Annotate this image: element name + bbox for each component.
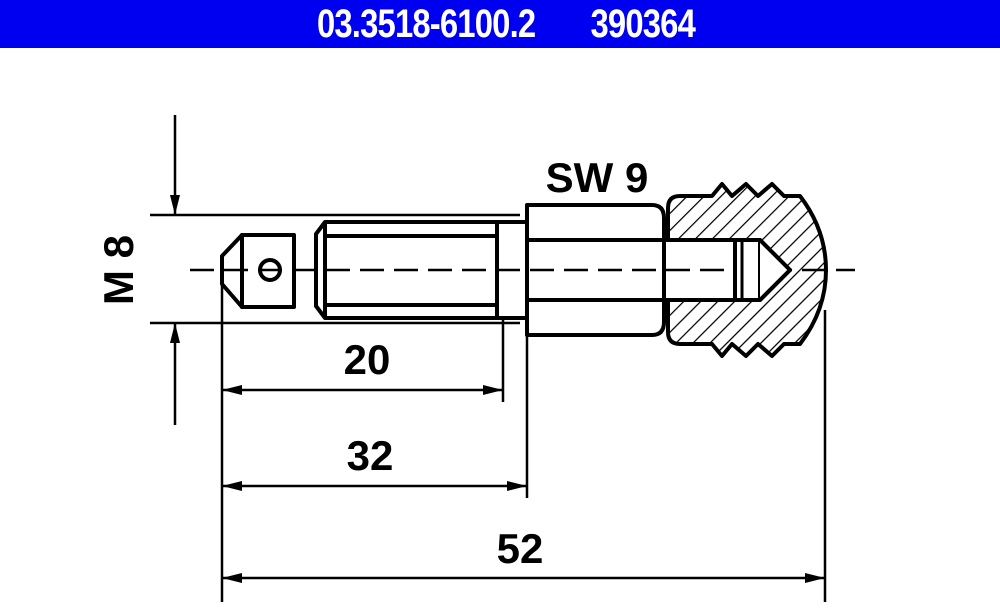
thread-dimension xyxy=(150,115,520,425)
extension-lines xyxy=(220,285,827,602)
title-bar: 03.3518-6100.2 390364 xyxy=(0,0,1000,48)
wrench-size-label: SW 9 xyxy=(546,154,649,201)
dim-label-32: 32 xyxy=(347,432,394,479)
bleed-hole xyxy=(258,258,282,282)
thread-label: M 8 xyxy=(95,235,142,305)
article-number: 390364 xyxy=(590,1,696,46)
dust-cap xyxy=(666,182,828,358)
dim-label-52: 52 xyxy=(497,525,544,572)
part-number: 03.3518-6100.2 xyxy=(317,1,536,46)
dim-label-20: 20 xyxy=(344,336,391,383)
